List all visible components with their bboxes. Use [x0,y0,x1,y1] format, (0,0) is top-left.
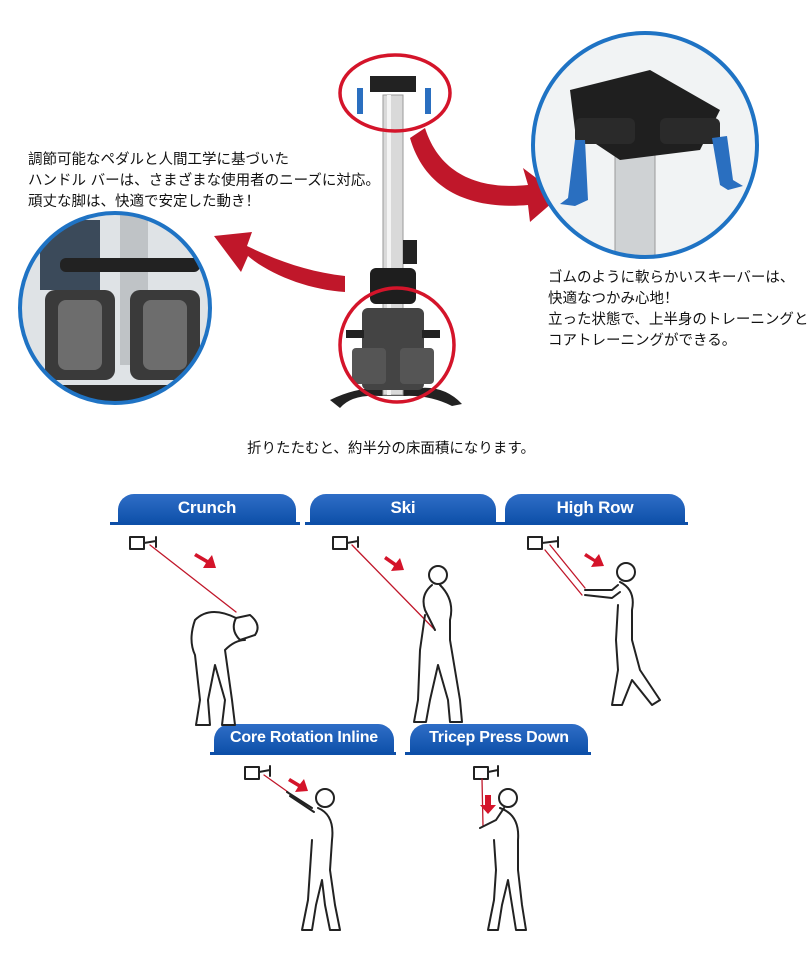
tab-high-row: High Row [505,494,685,524]
ski-bar-description: ゴムのように軟らかいスキーバーは、 快適なつかみ心地！ 立った状態で、上半身のト… [548,268,808,352]
tab-high-row-underline [500,522,688,525]
tab-ski-underline [305,522,500,525]
ski-figure [332,536,463,723]
ski-bar-description-line: 立った状態で、上半身のトレーニングと [548,312,809,328]
tab-tricep-press-underline [405,752,591,755]
pedal-description-line: 調節可能なペダルと人間工学に基づいた [28,152,289,168]
tricep-press-figure [473,765,527,931]
direction-arrows [194,553,604,814]
ski-bar-description-line: コアトレーニングができる。 [548,333,737,349]
fold-caption: 折りたたむと、約半分の床面積になります。 [247,441,535,457]
core-rotation-figure [244,765,341,931]
tab-crunch-underline [110,522,300,525]
tab-crunch: Crunch [118,494,296,524]
tab-core-rotation-underline [210,752,396,755]
pedal-description-line: ハンドル バーは、さまざまな使用者のニーズに対応。 [28,173,380,189]
tab-tricep-press-down: Tricep Press Down [410,724,588,754]
ski-bar-description-line: ゴムのように軟らかいスキーバーは、 [548,270,795,286]
pedal-description-line: 頑丈な脚は、快適で安定した動き！ [28,194,260,210]
tab-ski: Ski [310,494,496,524]
pedal-description: 調節可能なペダルと人間工学に基づいた ハンドル バーは、さまざまな使用者のニーズ… [28,150,380,213]
tab-core-rotation-inline: Core Rotation Inline [214,724,394,754]
crunch-figure [129,536,259,726]
ski-bar-description-line: 快適なつかみ心地！ [548,291,679,307]
machine-illustration [18,31,759,408]
high-row-figure [527,536,661,706]
